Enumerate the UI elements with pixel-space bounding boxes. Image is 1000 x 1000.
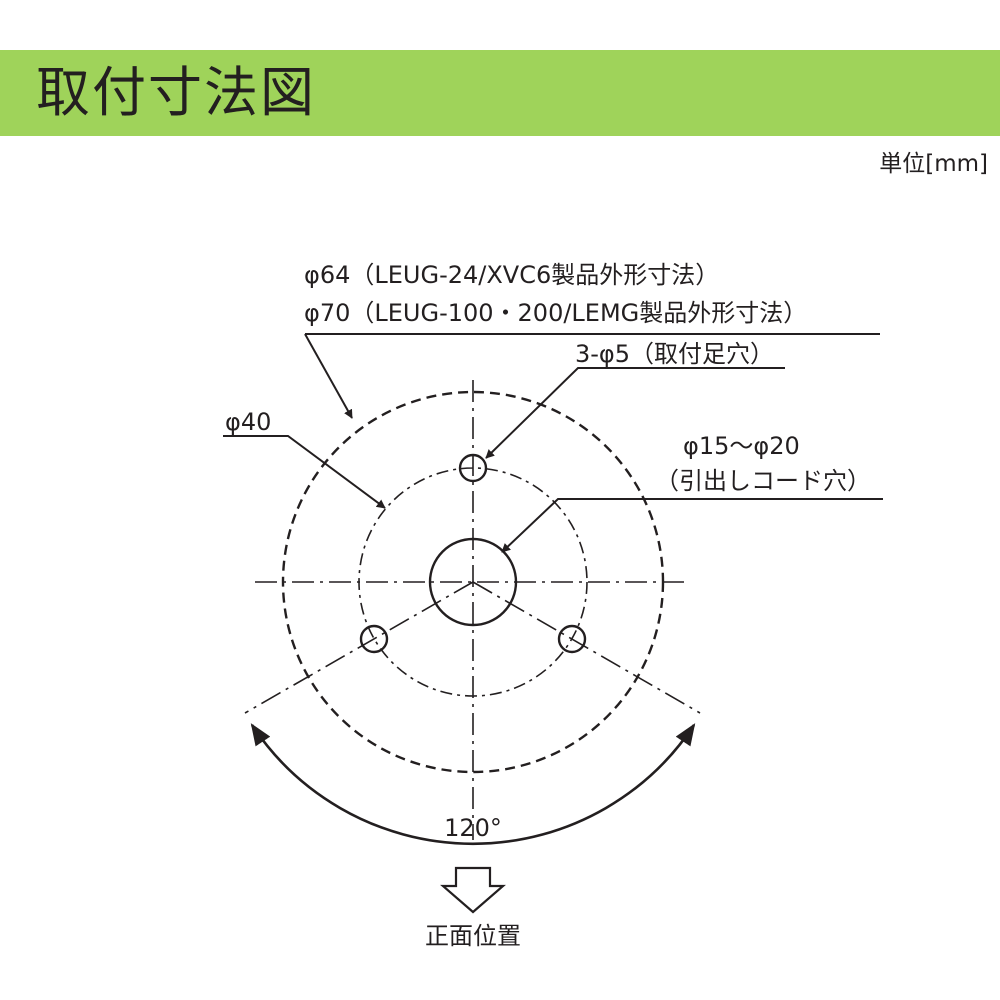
left-hole-axis <box>244 581 474 714</box>
page-title: 取付寸法図 <box>36 61 316 124</box>
cord-hole-leader <box>501 498 883 553</box>
outline-dim-label-1: φ64（LEUG-24/XVC6製品外形寸法） <box>304 261 719 289</box>
mount-hole-left <box>359 624 389 654</box>
mount-hole-top <box>458 453 488 483</box>
angle-dimension-arc <box>250 723 696 845</box>
mount-hole-label: 3-φ5（取付足穴） <box>575 340 774 368</box>
mount-hole-right <box>557 624 587 654</box>
pcd-leader <box>223 435 386 509</box>
front-arrow-icon <box>440 866 506 914</box>
cord-hole <box>428 537 518 627</box>
mount-holes <box>359 453 587 654</box>
center-lines <box>244 380 701 840</box>
outline-dim-label-2: φ70（LEUG-100・200/LEMG製品外形寸法） <box>304 299 807 327</box>
right-hole-axis <box>472 581 701 714</box>
cord-hole-label-2: （引出しコード穴） <box>655 467 871 495</box>
angle-label: 120° <box>444 814 502 842</box>
product-outline-circle <box>281 390 665 774</box>
pcd-circle <box>358 467 588 697</box>
front-position-label: 正面位置 <box>425 922 521 950</box>
title-bar: 取付寸法図 <box>0 50 1000 136</box>
pcd-label: φ40 <box>225 408 271 436</box>
unit-label: 単位[mm] <box>879 151 988 177</box>
mount-hole-leader <box>485 367 785 459</box>
cord-hole-label-1: φ15～φ20 <box>683 432 800 460</box>
outline-leader <box>304 333 353 419</box>
